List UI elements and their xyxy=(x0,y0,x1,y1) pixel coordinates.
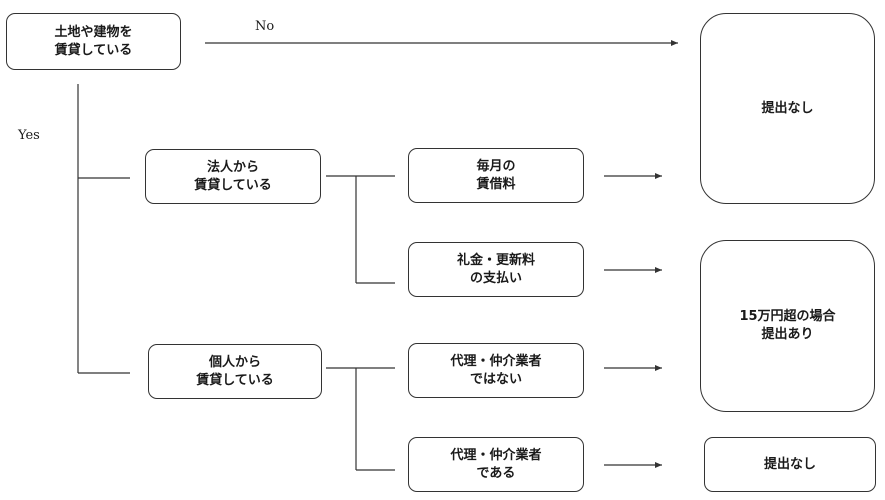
individual-node: 個人から 賃貸している xyxy=(148,344,322,399)
monthly-rent-node: 毎月の 賃借料 xyxy=(408,148,584,203)
not-agent-label: 代理・仲介業者 ではない xyxy=(450,353,542,387)
yes-label: Yes xyxy=(18,128,40,143)
not-agent-node: 代理・仲介業者 ではない xyxy=(408,343,584,398)
root-node: 土地や建物を 賃貸している xyxy=(6,13,181,70)
no-submit-bottom-node: 提出なし xyxy=(704,437,876,492)
agent-label: 代理・仲介業者 である xyxy=(450,447,542,481)
corp-node: 法人から 賃貸している xyxy=(145,149,321,204)
no-label: No xyxy=(255,19,275,34)
no-submit-bottom-label: 提出なし xyxy=(763,456,816,472)
no-submit-top-node: 提出なし xyxy=(700,13,875,204)
no-submit-top-label: 提出なし xyxy=(761,100,814,116)
submit-over-label: 15万円超の場合 提出あり xyxy=(739,309,836,342)
key-money-node: 礼金・更新料 の支払い xyxy=(408,242,584,297)
corp-node-label: 法人から 賃貸している xyxy=(194,159,272,193)
individual-node-label: 個人から 賃貸している xyxy=(196,354,274,388)
monthly-rent-label: 毎月の 賃借料 xyxy=(476,158,516,192)
root-node-label: 土地や建物を 賃貸している xyxy=(54,24,133,58)
key-money-label: 礼金・更新料 の支払い xyxy=(456,252,535,286)
submit-over-node: 15万円超の場合 提出あり xyxy=(700,240,875,412)
agent-node: 代理・仲介業者 である xyxy=(408,437,584,492)
